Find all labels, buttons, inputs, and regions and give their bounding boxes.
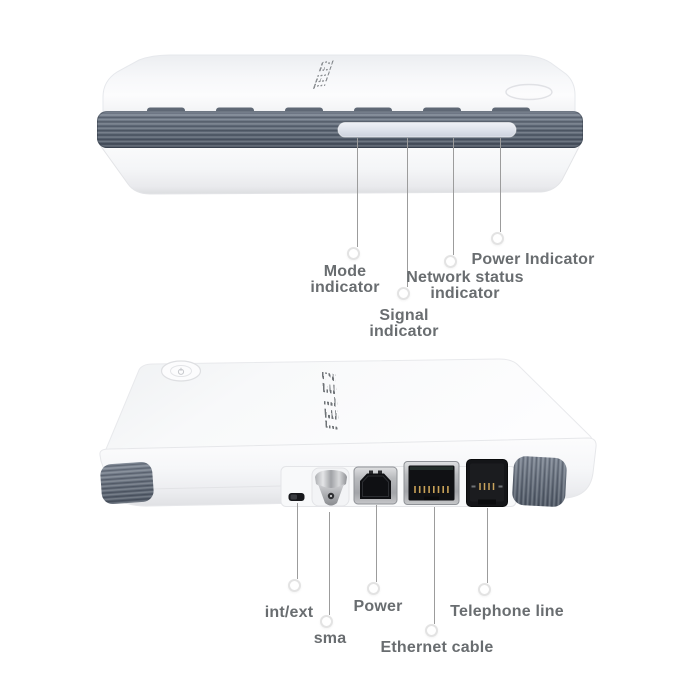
corner-bumper-left — [100, 461, 154, 505]
callout-dot-signal — [397, 287, 410, 300]
callout-line-telephone — [487, 508, 488, 583]
callout-line-power-indicator — [499, 138, 501, 232]
device-rear-view-illustration — [99, 358, 597, 507]
corner-bumper-right — [512, 456, 567, 507]
power-button-faint — [505, 83, 553, 101]
label-line: indicator — [430, 285, 500, 302]
callout-line-int-ext — [297, 503, 298, 579]
label-line: indicator — [310, 279, 380, 296]
label-line: Network status — [406, 269, 524, 286]
callout-line-power — [376, 505, 377, 582]
callout-dot-int-ext — [288, 579, 301, 592]
callout-dot-ethernet — [424, 624, 438, 637]
int-ext-switch — [288, 493, 305, 501]
label-power-indicator: Power Indicator — [471, 251, 595, 268]
callout-line-sma — [329, 512, 330, 615]
callout-dot-telephone — [478, 583, 491, 596]
label-line: Mode — [323, 263, 367, 280]
brand-logo-rear: TELE2 — [302, 366, 361, 435]
callout-line-network — [452, 138, 454, 255]
label-signal-indicator: Signal indicator — [369, 308, 438, 340]
top-view-top-face — [102, 54, 576, 114]
telephone-port — [466, 459, 508, 507]
callout-dot-network — [444, 255, 457, 268]
callout-line-signal — [406, 138, 408, 287]
label-ethernet-cable: Ethernet cable — [380, 639, 494, 656]
label-telephone-line: Telephone line — [450, 603, 564, 620]
device-top-view-illustration — [97, 54, 583, 195]
label-int-ext: int/ext — [264, 604, 314, 621]
label-line: indicator — [369, 323, 439, 340]
label-mode-indicator: Mode indicator — [310, 264, 379, 296]
top-view-lower-shell — [99, 144, 581, 195]
callout-line-mode — [356, 138, 358, 247]
callout-dot-power — [367, 582, 380, 595]
callout-dot-sma — [320, 615, 333, 628]
callout-line-ethernet — [433, 507, 435, 624]
ethernet-port — [403, 461, 460, 505]
label-sma: sma — [313, 630, 347, 647]
callout-dot-mode — [347, 247, 360, 260]
label-power: Power — [353, 598, 403, 615]
power-port — [353, 466, 398, 505]
power-button — [160, 360, 202, 382]
sma-connector — [311, 467, 350, 507]
callout-dot-power-indicator — [491, 232, 504, 245]
shell-seam — [149, 485, 282, 490]
label-line: Signal — [379, 307, 429, 324]
label-network-status-indicator: Network status indicator — [406, 270, 524, 302]
led-indicator-strip — [337, 122, 517, 138]
